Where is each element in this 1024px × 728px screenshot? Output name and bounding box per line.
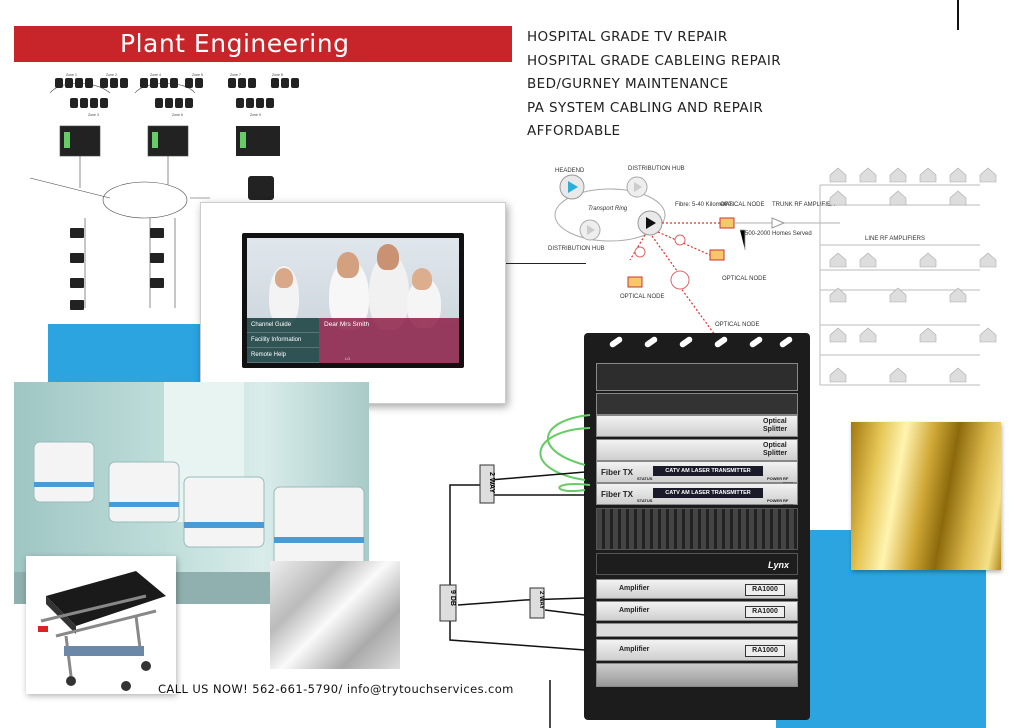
rack-cabling: 2 WAY 9 DB 2 WAY (430, 410, 591, 728)
equipment-rack: Optical Splitter Optical Splitter Fiber … (584, 333, 810, 720)
amplifier-unit: Amplifier RA1000 (596, 579, 798, 599)
tv-greeting: Dear Mrs Smith (324, 321, 370, 328)
amplifier-label: Amplifier (619, 585, 650, 592)
distribution-hub-label: DISTRIBUTION HUB (628, 166, 685, 172)
service-item: PA SYSTEM CABLING AND REPAIR (527, 99, 764, 116)
power-label: POWER (767, 476, 783, 481)
blank-panel (596, 663, 798, 687)
zone-label: Zone 2 (106, 73, 117, 77)
distribution-hub-label: DISTRIBUTION HUB (548, 246, 605, 252)
doctor-head (412, 268, 432, 290)
tv-message: Dear Mrs Smith (319, 318, 459, 363)
amplifier-unit: Amplifier RA1000 (596, 601, 798, 621)
splitter-2way-label: 2 WAY (538, 591, 544, 609)
power-label: POWER (767, 498, 783, 503)
service-item: AFFORDABLE (527, 123, 621, 139)
fiber-patch-panel (596, 393, 798, 415)
fiber-patch-panel (596, 363, 798, 391)
tv-menu-item: Facility Information (247, 333, 319, 348)
silver-swatch (270, 561, 400, 669)
tv-menu-item: Remote Help (247, 348, 319, 363)
hfc-diagram-svg: HEADEND DISTRIBUTION HUB DISTRIBUTION HU… (548, 166, 997, 386)
contact-line: CALL US NOW! 562-661-5790/ info@trytouch… (158, 682, 514, 696)
optical-node-label: OPTICAL NODE (720, 202, 764, 208)
model-label: RA1000 (745, 606, 785, 618)
zone-label: Zone 1 (66, 73, 77, 77)
fiber-tx-unit: Fiber TX CATV AM LASER TRANSMITTER STATU… (596, 483, 798, 508)
zone-label: Zone 7 (230, 73, 241, 77)
optical-splitter-unit: Optical Splitter (596, 439, 798, 461)
fiber-tx-label: Fiber TX (601, 468, 634, 477)
doctor-head (275, 268, 293, 288)
headend-label: HEADEND (555, 168, 585, 174)
fibre-label: Fibre: 5-40 Kilometres (675, 202, 734, 208)
tv-menu: Channel Guide Facility Information Remot… (247, 318, 319, 363)
patch-panel (596, 508, 798, 550)
amplifier-unit: Amplifier RA1000 (596, 639, 798, 661)
network-diagram-svg: Zone 1 Zone 2 Zone 3 Zone 4 Zone 5 Zone … (29, 73, 277, 310)
homes-served-label: 500-2000 Homes Served (745, 231, 812, 237)
fiber-tx-label: Fiber TX (601, 490, 634, 499)
zone-diagram-right: Zone 7 Zone 8 Zone 9 (226, 68, 316, 203)
zone-label: Zone 6 (172, 113, 183, 117)
service-item: HOSPITAL GRADE CABLEING REPAIR (527, 52, 782, 69)
coax-panel: Lynx (596, 553, 798, 575)
page-title: Plant Engineering (14, 26, 512, 62)
divider-line (957, 0, 959, 30)
status-label: STATUS (637, 498, 653, 503)
optical-node-label: OPTICAL NODE (722, 276, 766, 282)
tv-connector-line (506, 263, 586, 264)
zone-label: Zone 5 (192, 73, 203, 77)
zone-label: Zone 9 (250, 113, 261, 117)
zone-label: Zone 3 (88, 113, 99, 117)
gold-swatch (851, 422, 1001, 570)
optical-node-label: OPTICAL NODE (620, 294, 664, 300)
zone-label: Zone 8 (272, 73, 283, 77)
splitter-label: Optical Splitter (763, 418, 788, 433)
model-label: RA1000 (745, 584, 785, 596)
splitter-label: Optical Splitter (763, 442, 788, 457)
services-list: HOSPITAL GRADE TV REPAIR HOSPITAL GRADE … (527, 26, 781, 144)
attenuator-label: 9 DB (449, 590, 456, 606)
tv-brand-logo: LG (345, 356, 351, 361)
amplifier-label: Amplifier (619, 646, 650, 653)
rack-brand: Lynx (767, 560, 789, 570)
catv-display: CATV AM LASER TRANSMITTER (653, 488, 763, 498)
catv-display: CATV AM LASER TRANSMITTER (653, 466, 763, 476)
trunk-rf-label: TRUNK RF AMPLIFIER (772, 202, 836, 208)
service-item: BED/GURNEY MAINTENANCE (527, 76, 729, 92)
splitter-2way-label: 2 WAY (488, 472, 495, 493)
doctor-head (337, 252, 359, 278)
network-diagram: Zone 1 Zone 2 Zone 3 Zone 4 Zone 5 Zone … (0, 68, 277, 324)
model-label: RA1000 (745, 645, 785, 657)
blank-panel (596, 623, 798, 637)
doctor-head (377, 244, 399, 270)
tv-menu-item: Channel Guide (247, 318, 319, 333)
transport-ring-label: Transport Ring (588, 206, 628, 212)
zone-label: Zone 4 (150, 73, 161, 77)
optical-node-label: OPTICAL NODE (715, 322, 759, 328)
fiber-tx-unit: Fiber TX CATV AM LASER TRANSMITTER STATU… (596, 461, 798, 486)
rack-frame (609, 336, 793, 348)
optical-splitter-unit: Optical Splitter (596, 415, 798, 437)
tv-screen: Channel Guide Facility Information Remot… (247, 238, 459, 363)
amplifier-label: Amplifier (619, 607, 650, 614)
status-label: STATUS (637, 476, 653, 481)
service-item: HOSPITAL GRADE TV REPAIR (527, 29, 728, 45)
gurney-photo (26, 556, 176, 694)
hfc-diagram: HEADEND DISTRIBUTION HUB DISTRIBUTION HU… (540, 160, 1000, 390)
line-rf-label: LINE RF AMPLIFIERS (865, 236, 925, 242)
rf-test-label: RF TEST (783, 498, 794, 508)
